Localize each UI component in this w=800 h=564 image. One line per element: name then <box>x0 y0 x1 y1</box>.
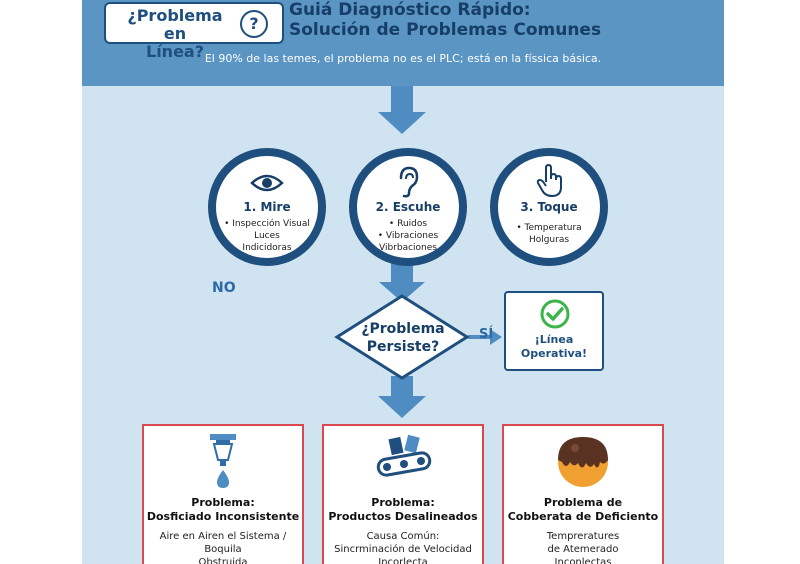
problem-card-alignment: Problema: Productos Desalineados Causa C… <box>322 424 484 564</box>
header: ¿Problema en Línea? ? Guiá Diagnóstico R… <box>82 0 724 86</box>
step-title: 1. Mire <box>243 200 291 214</box>
card-text: Tempreratures de Atemerado Inconlectas <box>546 531 620 564</box>
nozzle-drip-icon <box>210 434 236 488</box>
arrow-right-yes <box>468 329 502 345</box>
decision-text: ¿Problema Persiste? <box>361 321 445 355</box>
step-title: 2. Escuhe <box>375 200 441 214</box>
line-operational-box: ¡Línea Operativa! <box>504 291 604 371</box>
page-subtitle: El 90% de las temes, el problema no es e… <box>204 52 602 65</box>
ear-icon <box>399 166 419 198</box>
problem-card-dosing: Problema: Dosficiado Inconsistente Aire … <box>142 424 304 564</box>
card-title: Problema: Productos Desalineados <box>328 496 478 523</box>
line-operational-text: ¡Línea Operativa! <box>520 333 588 360</box>
step-look: 1. Mire • Inspección Visual Luces Indici… <box>208 148 326 266</box>
step-listen: 2. Escuhe • Ruidos • Vibraciones Vibrbac… <box>349 148 467 266</box>
yes-label: SÍ <box>479 327 494 342</box>
chocolate-coated-icon <box>558 437 608 487</box>
badge-text: ¿Problema en Línea? <box>127 6 223 61</box>
card-text: Aire en Airen el Sistema / Boquila Obstr… <box>159 531 287 564</box>
question-circle-icon: ? <box>240 10 268 38</box>
no-label: NO <box>212 280 236 296</box>
card-title: Problema: Dosficiado Inconsistente <box>146 496 300 523</box>
hand-pointer-icon <box>536 164 562 197</box>
problem-badge: ¿Problema en Línea? ? <box>104 2 284 61</box>
page-title: Guiá Diagnóstico Rápido: Solución de Pro… <box>289 0 602 40</box>
decision-diamond <box>334 294 470 380</box>
check-circle-icon <box>540 299 570 329</box>
card-title: Problema de Cobberata de Deficiento <box>507 496 659 523</box>
step-touch: 3. Toque • Temperatura Holguras <box>490 148 608 266</box>
problem-card-coating: Problema de Cobberata de Deficiento Temp… <box>502 424 664 564</box>
eye-icon <box>250 174 284 192</box>
arrow-down-step2 <box>379 258 425 302</box>
arrow-down-header <box>378 86 426 134</box>
flow-arrows <box>334 86 502 418</box>
guide-page: ¿Problema en Línea? ? Guiá Diagnóstico R… <box>82 0 724 564</box>
step-items: • Temperatura Holguras <box>516 223 582 245</box>
step-title: 3. Toque <box>520 200 578 214</box>
card-text: Causa Común: Sincrminación de Velocidad … <box>334 531 472 564</box>
conveyor-icon <box>376 434 432 477</box>
arrow-down-decision <box>378 376 426 418</box>
step-items: • Ruidos • Vibraciones Vibrbaciones <box>377 219 439 253</box>
step-items: • Inspección Visual Luces Indicidoras <box>224 219 310 253</box>
